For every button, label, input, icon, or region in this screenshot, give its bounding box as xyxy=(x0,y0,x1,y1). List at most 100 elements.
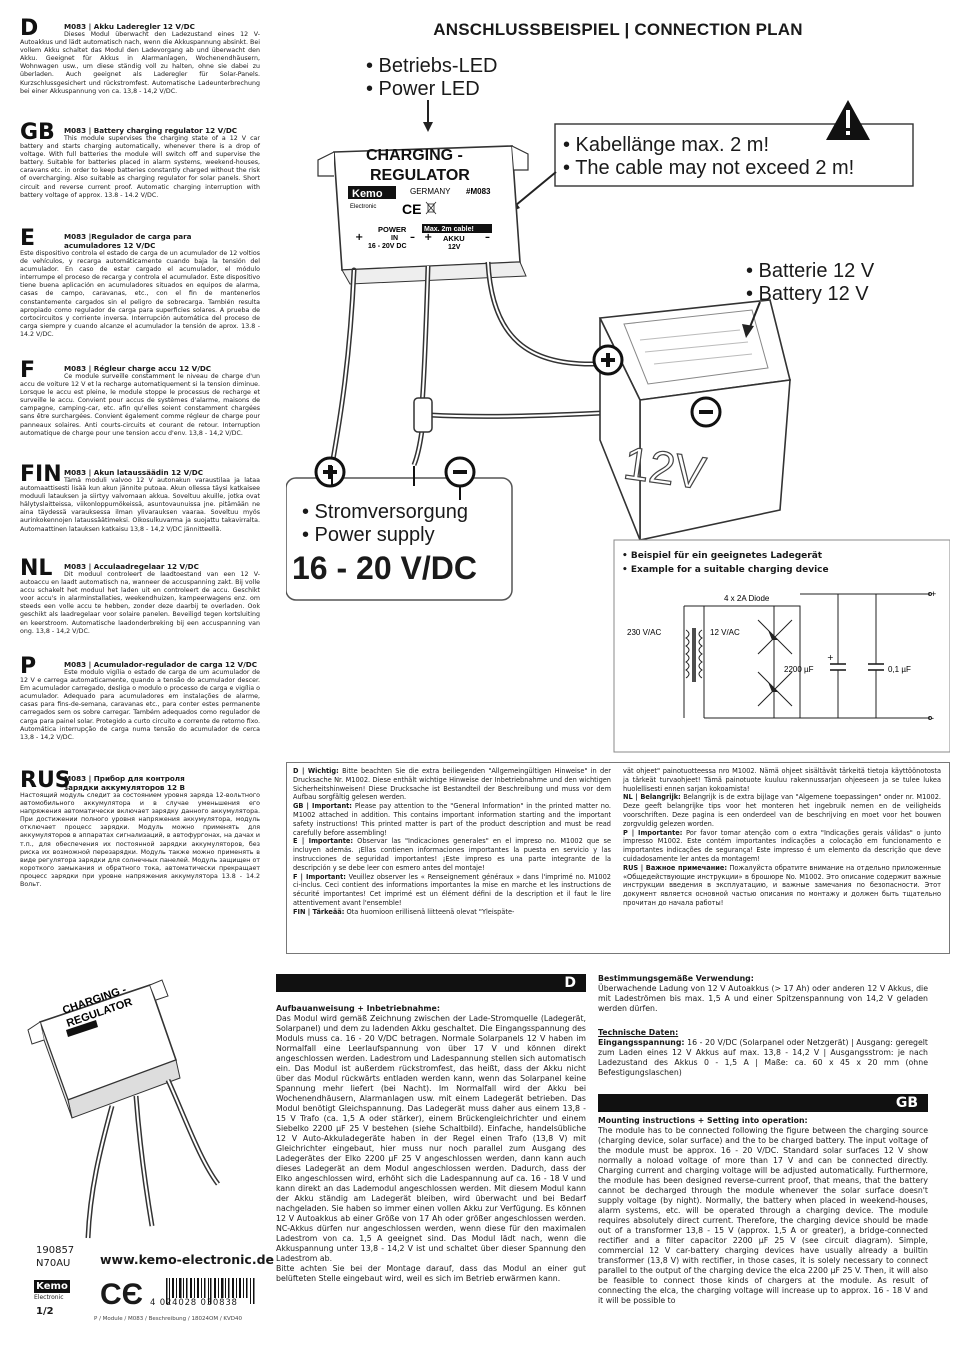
section-gb-text: The module has to be connected following… xyxy=(598,1126,928,1305)
module-box xyxy=(317,145,529,285)
section-gb-header: GB xyxy=(598,1094,928,1112)
weee-bin-icon xyxy=(425,201,437,215)
supply-voltage: 16 - 20 V/DC xyxy=(292,550,477,586)
module-in-range: 16 - 20V DC xyxy=(368,243,407,250)
charger-box xyxy=(613,539,950,753)
lang-heading: M083 | Régleur charge accu 12 V/DC xyxy=(64,364,212,373)
lang-text: Este dispositivo controla el estado de c… xyxy=(20,250,260,338)
lang-block-e: E M083 |Regulador de carga para acumulad… xyxy=(20,228,260,339)
notice-right: vät ohjeet" painotuotteessa nro M1002. N… xyxy=(623,767,941,949)
battery-line-2: • Battery 12 V xyxy=(746,283,869,305)
lang-text: Ce module surveille constamment le nivea… xyxy=(20,373,260,437)
notice-text: Bitte beachten Sie die extra beiliegende… xyxy=(293,767,611,802)
lang-code: F xyxy=(20,358,36,383)
website-url[interactable]: www.kemo-electronic.de xyxy=(100,1252,274,1267)
supply-box xyxy=(286,477,513,601)
cable-callout: • Kabellänge max. 2 m! • The cable may n… xyxy=(563,134,854,180)
out-plus-label: + xyxy=(931,589,936,599)
lang-block-rus: RUS M083 | Прибор для контроля зарядки а… xyxy=(20,770,260,889)
notice-item: RUS | Важное примечание: Пожалуйста обра… xyxy=(623,864,941,908)
section-gb-body: Mounting instructions + Setting into ope… xyxy=(598,1116,928,1306)
barcode-icon xyxy=(166,1278,255,1304)
intended-use: Bestimmungsgemäße Verwendung: Überwachen… xyxy=(598,974,928,1014)
lang-text: Dit moduul controleert de laadtoestand v… xyxy=(20,571,260,635)
barcode-digits: 4 024028 030838 xyxy=(150,1298,260,1308)
lang-code: P xyxy=(20,654,37,679)
notice-lead: RUS | Важное примечание: xyxy=(623,863,727,872)
module-power: POWER xyxy=(378,225,407,234)
module-akku-v: 12V xyxy=(448,244,461,251)
led-line-2: • Power LED xyxy=(366,78,480,100)
notice-lead: F | Important: xyxy=(293,872,346,881)
supply-line-1: • Stromversorgung xyxy=(302,501,468,523)
intended-use-heading: Bestimmungsgemäße Verwendung: xyxy=(598,974,754,983)
cap1-label: 2200 µF xyxy=(784,665,814,674)
kemo-logo: Kemo xyxy=(34,1280,70,1293)
lang-text: Настоящий модуль следит за состоянием ур… xyxy=(20,792,260,889)
led-line-1: • Betriebs-LED xyxy=(366,55,498,77)
cable-line-2: • The cable may not exceed 2 m! xyxy=(563,157,855,179)
notice-text: Belangrijk is de extra bijlage van "Alge… xyxy=(623,793,941,828)
lang-heading: M083 | Akun lataussäädin 12 V/DC xyxy=(64,468,203,477)
module-akku: AKKU xyxy=(443,234,465,243)
intended-use-text: Überwachende Ladung von 12 V Autoakkus (… xyxy=(598,984,928,1013)
article-number: 190857 xyxy=(36,1245,75,1256)
battery-label: 12V xyxy=(621,436,710,499)
lang-block-fin: FIN M083 | Akun lataussäädin 12 V/DC Täm… xyxy=(20,464,260,534)
wire-junction xyxy=(413,397,433,433)
tech-data-lead: Eingangsspannung: xyxy=(598,1038,685,1047)
notice-text: Por favor tomar atenção com o extra "Ind… xyxy=(623,828,941,863)
svg-text:+: + xyxy=(424,232,432,243)
module-code: #M083 xyxy=(466,187,491,196)
notice-item: E | Importante: Observar las "Indicacion… xyxy=(293,837,611,872)
section-d-body: Aufbauanweisung + Inbetriebnahme: Das Mo… xyxy=(276,1004,586,1284)
charger-schematic xyxy=(683,592,932,720)
lang-block-nl: NL M083 | Acculaadregelaar 12 V/DC Dit m… xyxy=(20,558,260,636)
barcode-mid: 024028 xyxy=(159,1298,197,1308)
notice-item: vät ohjeet" painotuotteessa nro M1002. N… xyxy=(623,767,941,793)
lang-code: E xyxy=(20,226,36,251)
lang-block-gb: GB M083 | Battery charging regulator 12 … xyxy=(20,122,260,200)
important-notice: D | Wichtig: Bitte beachten Sie die extr… xyxy=(286,762,950,954)
cable-line-1: • Kabellänge max. 2 m! xyxy=(563,134,769,156)
lang-text: This module supervises the charging stat… xyxy=(20,135,260,199)
secondary-label: 12 V/AC xyxy=(710,628,740,637)
lang-code: RUS xyxy=(20,768,71,793)
lang-code: FIN xyxy=(20,462,62,487)
lang-block-p: P M083 | Acumulador-regulador de carga 1… xyxy=(20,656,260,742)
primary-label: 230 V/AC xyxy=(627,628,661,637)
notice-text: Veuillez observer les « Renseignement gé… xyxy=(293,872,611,907)
page-title: ANSCHLUSSBEISPIEL | CONNECTION PLAN xyxy=(433,20,803,39)
notice-item: FIN | Tärkeää: Ota huomioon erillisenä l… xyxy=(293,908,611,917)
charger-caption: • Beispiel für ein geeignetes Ladegerät … xyxy=(622,549,829,577)
module-brand: Kemo xyxy=(352,188,383,200)
notice-left: D | Wichtig: Bitte beachten Sie die extr… xyxy=(293,767,611,949)
battery-plus-icon xyxy=(592,344,624,376)
connection-diagram: CHARGING - REGULATOR Kemo Electronic GER… xyxy=(286,100,950,753)
lang-code: D xyxy=(20,16,39,41)
notice-item: P | Importante: Por favor tomar atenção … xyxy=(623,829,941,864)
module-cable-note: Max. 2m cable! xyxy=(424,226,474,233)
notice-item: F | Important: Veuillez observer les « R… xyxy=(293,873,611,908)
tech-data-heading: Technische Daten: xyxy=(598,1028,679,1037)
notice-lead: P | Importante: xyxy=(623,828,683,837)
warning-icon xyxy=(826,100,870,140)
notice-text: Ota huomioon erillisenä liitteenä olevat… xyxy=(344,907,515,916)
svg-text:–: – xyxy=(410,232,415,243)
svg-text:+: + xyxy=(355,232,363,243)
battery-minus-icon xyxy=(690,396,722,428)
module-title2: REGULATOR xyxy=(370,167,470,184)
notice-lead: D | Wichtig: xyxy=(293,767,339,775)
led-callout: • Betriebs-LED • Power LED xyxy=(366,55,498,101)
lang-heading: M083 | Acculaadregelaar 12 V/DC xyxy=(64,562,199,571)
notice-lead: NL | Belangrijk: xyxy=(623,793,681,802)
lang-text: Este modulo vigília o estado de carga de… xyxy=(20,669,260,741)
svg-text:CE: CE xyxy=(402,201,421,217)
out-minus-label: - xyxy=(931,713,934,723)
notice-lead: FIN | Tärkeää: xyxy=(293,907,345,916)
svg-text:–: – xyxy=(485,232,490,243)
battery-line-1: • Batterie 12 V xyxy=(746,260,875,282)
notice-lead: E | Importante: xyxy=(293,837,353,846)
lang-block-f: F M083 | Régleur charge accu 12 V/DC Ce … xyxy=(20,360,260,438)
notice-item: D | Wichtig: Bitte beachten Sie die extr… xyxy=(293,767,611,802)
